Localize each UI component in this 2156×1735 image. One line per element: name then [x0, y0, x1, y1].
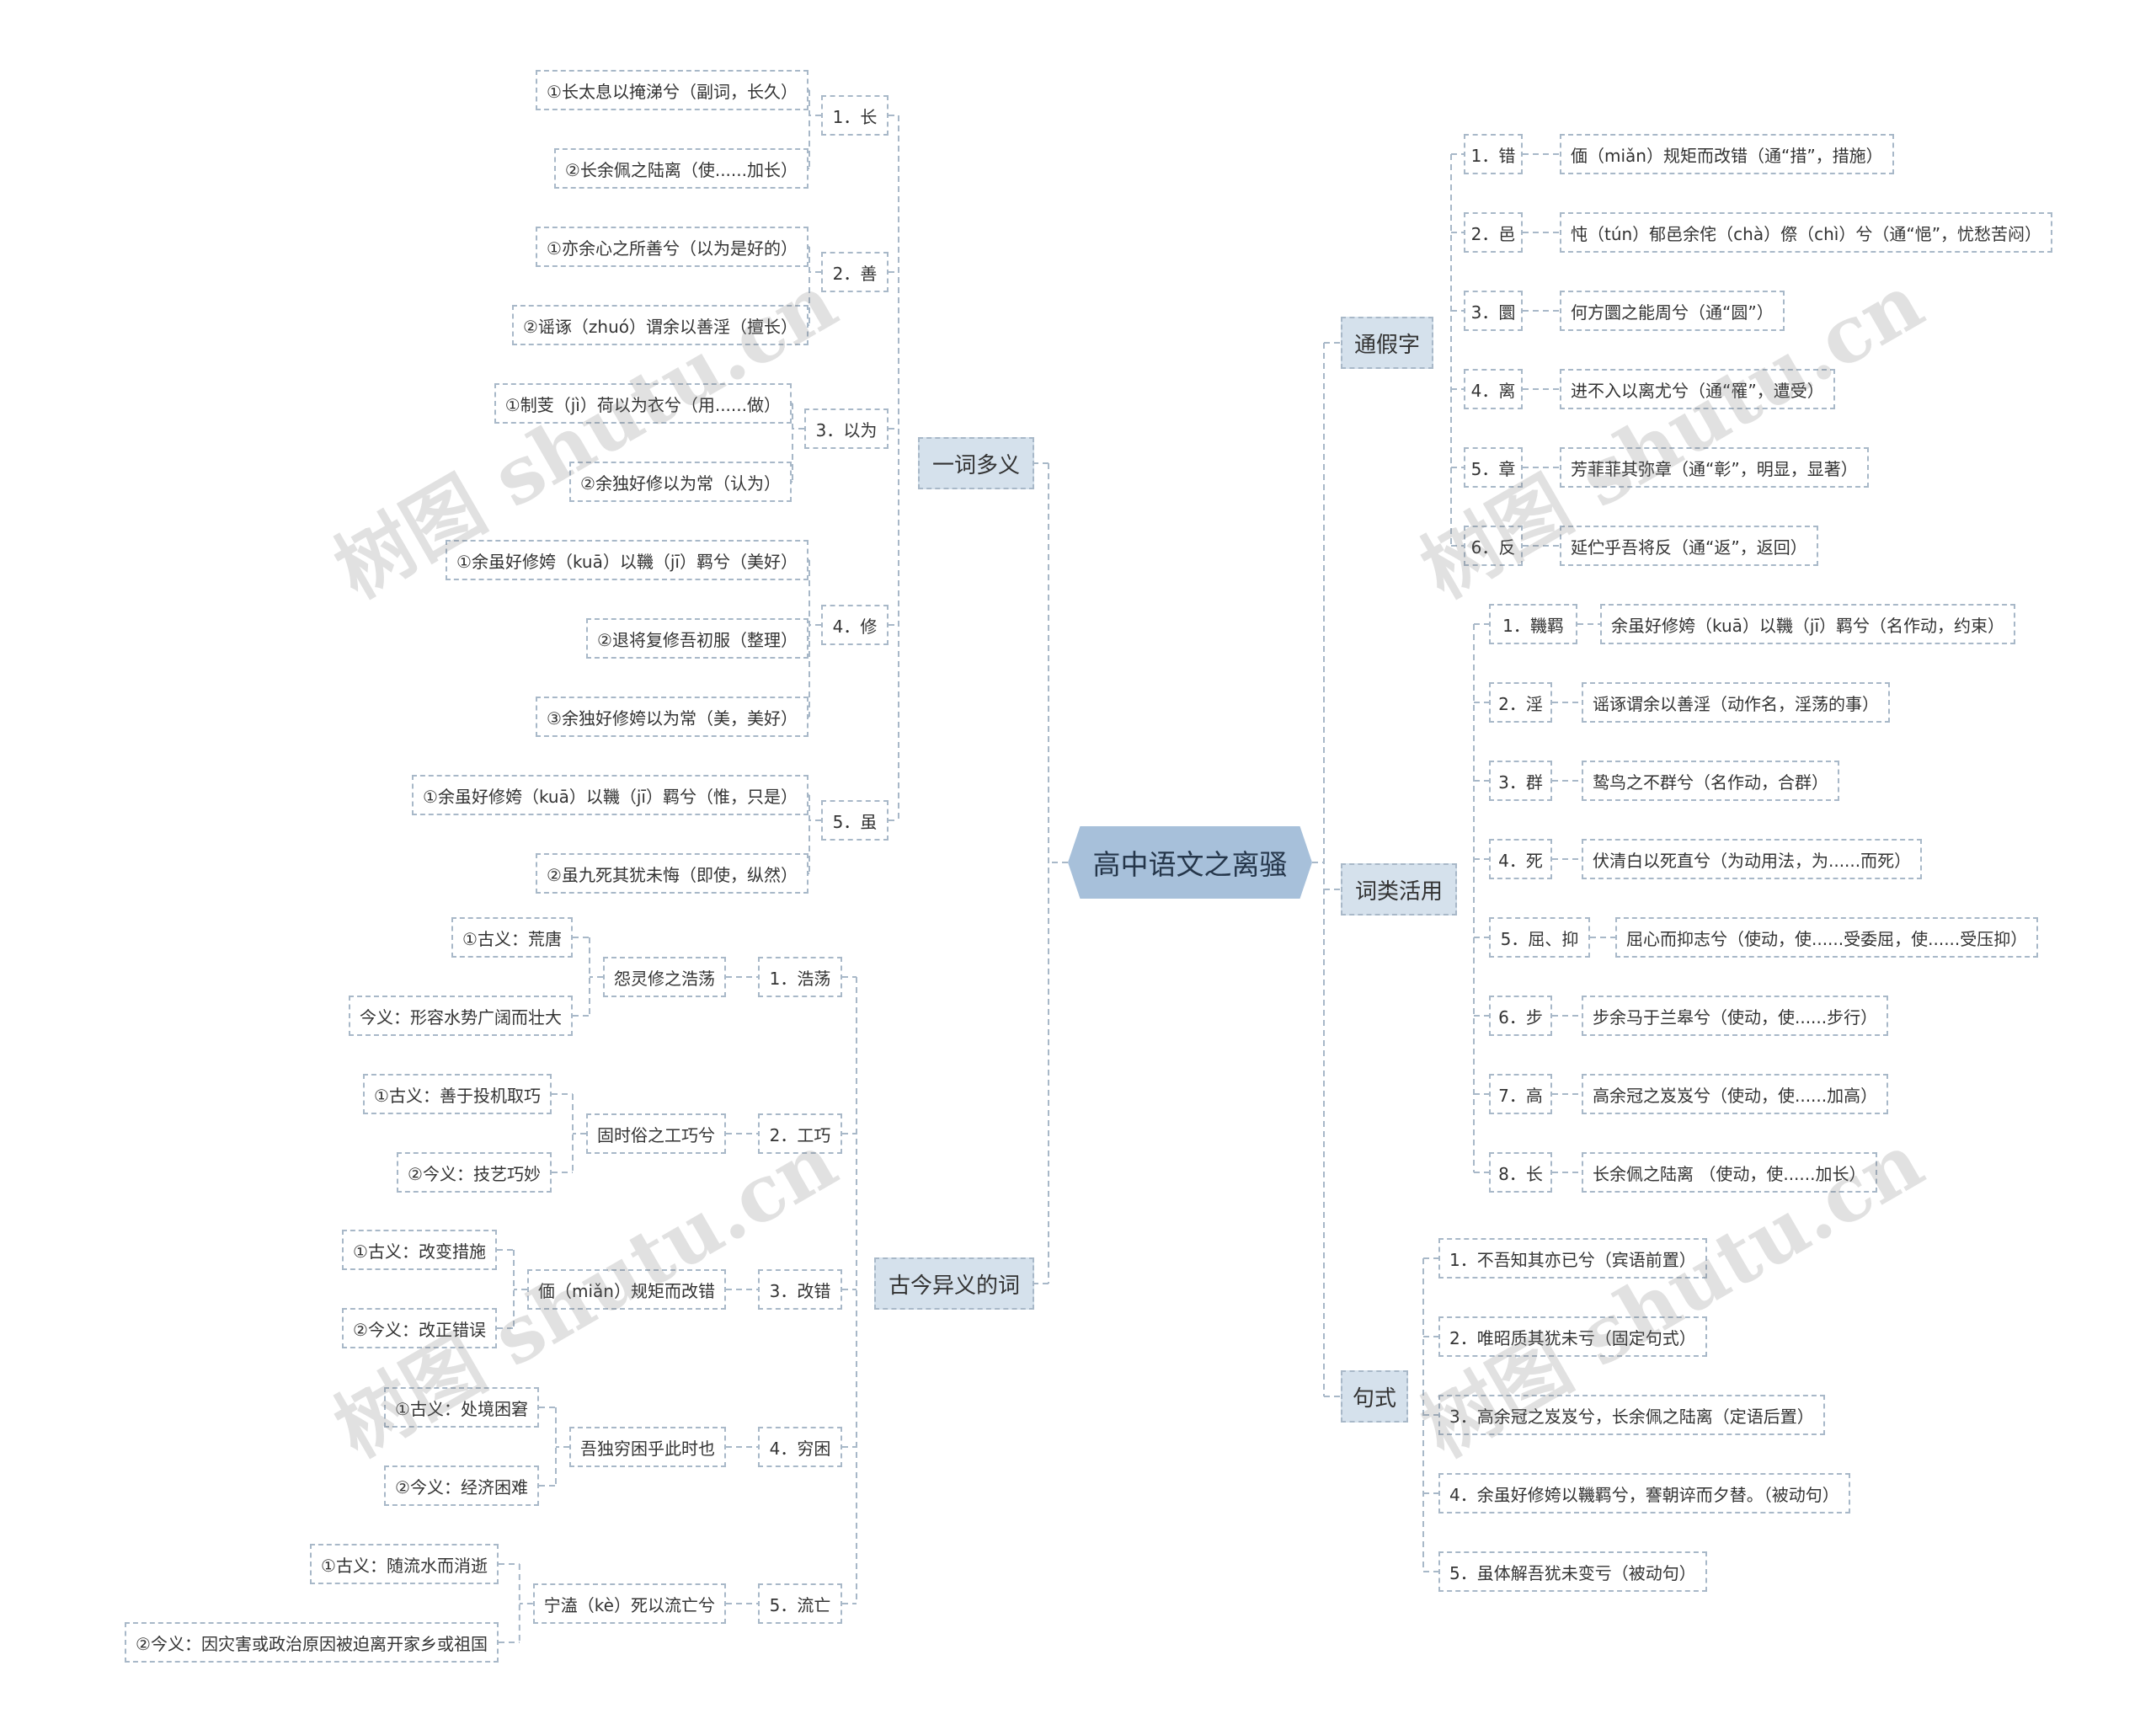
- subtopic-zhang[interactable]: 5．章: [1464, 447, 1523, 488]
- subtopic-gao[interactable]: 7．高: [1489, 1074, 1552, 1114]
- ancient-meaning[interactable]: ①古义：处境困窘: [384, 1387, 539, 1428]
- example-sentence[interactable]: 何方圜之能周兮（通“圆”）: [1560, 291, 1785, 331]
- subtopic-cuo[interactable]: 1．错: [1464, 134, 1523, 174]
- branch-gujinyiyi[interactable]: 古今异义的词: [874, 1257, 1034, 1310]
- subtopic-qun[interactable]: 3．群: [1489, 761, 1552, 801]
- ancient-meaning[interactable]: ①古义：善于投机取巧: [363, 1074, 552, 1114]
- meaning-item[interactable]: ②长余佩之陆离（使......加长）: [553, 148, 808, 189]
- example-sentence[interactable]: 宁溘（kè）死以流亡兮: [532, 1583, 726, 1624]
- subtopic-qiongkun[interactable]: 4．穷困: [758, 1427, 842, 1467]
- example-sentence[interactable]: 步余马于兰皋兮（使动，使......步行）: [1582, 996, 1889, 1036]
- example-sentence[interactable]: 芳菲菲其弥章（通“彰”，明显，显著）: [1560, 447, 1869, 488]
- modern-meaning[interactable]: ②今义：经济困难: [384, 1465, 539, 1506]
- subtopic-yiwei[interactable]: 3．以为: [804, 408, 889, 449]
- example-sentence[interactable]: 忳（tún）郁邑余侘（chà）傺（chì）兮（通“悒”，忧愁苦闷）: [1560, 212, 2053, 253]
- modern-meaning[interactable]: ②今义：技艺巧妙: [397, 1152, 552, 1193]
- example-sentence[interactable]: 伏清白以死直兮（为动用法，为......而死）: [1582, 839, 1923, 879]
- subtopic-chang2[interactable]: 8．长: [1489, 1152, 1552, 1193]
- branch-yiciduoyi[interactable]: 一词多义: [918, 437, 1034, 489]
- meaning-item[interactable]: ③余独好修姱以为常（美，美好）: [536, 697, 808, 737]
- example-sentence[interactable]: 延伫乎吾将反（通“返”，返回）: [1560, 526, 1818, 566]
- meaning-item[interactable]: ②谣诼（zhuó）谓余以善淫（擅长）: [511, 305, 808, 345]
- ancient-meaning[interactable]: ①古义：改变措施: [342, 1230, 497, 1270]
- subtopic-gaicuo[interactable]: 3．改错: [758, 1269, 842, 1310]
- ancient-meaning[interactable]: ①古义：随流水而消逝: [310, 1544, 499, 1584]
- example-sentence[interactable]: 怨灵修之浩荡: [603, 957, 726, 997]
- example-sentence[interactable]: 进不入以离尤兮（通“罹”，遭受）: [1560, 369, 1835, 409]
- branch-cileihuoyong[interactable]: 词类活用: [1341, 863, 1457, 916]
- subtopic-li[interactable]: 4．离: [1464, 369, 1523, 409]
- ancient-meaning[interactable]: ①古义：荒唐: [451, 917, 573, 958]
- subtopic-yin[interactable]: 2．淫: [1489, 682, 1552, 723]
- subtopic-chang[interactable]: 1．长: [821, 95, 889, 136]
- example-sentence[interactable]: 偭（miǎn）规矩而改错（通“措”，措施）: [1560, 134, 1894, 174]
- subtopic-si[interactable]: 4．死: [1489, 839, 1552, 879]
- modern-meaning[interactable]: ②今义：因灾害或政治原因被迫离开家乡或祖国: [125, 1622, 499, 1663]
- meaning-item[interactable]: ①余虽好修姱（kuā）以鞿（jī）羁兮（美好）: [446, 540, 808, 580]
- example-sentence[interactable]: 鸷鸟之不群兮（名作动，合群）: [1582, 761, 1839, 801]
- example-sentence[interactable]: 余虽好修姱（kuā）以鞿（jī）羁兮（名作动，约束）: [1600, 604, 2015, 644]
- meaning-item[interactable]: ①制芰（jì）荷以为衣兮（用......做）: [494, 383, 792, 424]
- sentence-pattern-item[interactable]: 2．唯昭质其犹未亏（固定句式）: [1438, 1316, 1707, 1357]
- meaning-item[interactable]: ①余虽好修姱（kuā）以鞿（jī）羁兮（惟，只是）: [412, 775, 808, 815]
- subtopic-quyi[interactable]: 5．屈、抑: [1489, 917, 1590, 958]
- modern-meaning[interactable]: ②今义：改正错误: [342, 1308, 497, 1348]
- example-sentence[interactable]: 高余冠之岌岌兮（使动，使......加高）: [1582, 1074, 1889, 1114]
- subtopic-liuwang[interactable]: 5．流亡: [758, 1583, 842, 1624]
- meaning-item[interactable]: ②退将复修吾初服（整理）: [586, 618, 808, 659]
- subtopic-bu[interactable]: 6．步: [1489, 996, 1552, 1036]
- example-sentence[interactable]: 长余佩之陆离 （使动，使......加长）: [1582, 1152, 1877, 1193]
- subtopic-yuan[interactable]: 3．圜: [1464, 291, 1523, 331]
- central-topic[interactable]: 高中语文之离骚: [1068, 826, 1312, 899]
- subtopic-haodang[interactable]: 1．浩荡: [758, 957, 842, 997]
- branch-jushi[interactable]: 句式: [1341, 1370, 1408, 1423]
- sentence-pattern-item[interactable]: 5．虽体解吾犹未变亏（被动句）: [1438, 1551, 1707, 1592]
- branch-tongjiazi[interactable]: 通假字: [1341, 317, 1433, 369]
- meaning-item[interactable]: ②虽九死其犹未悔（即使，纵然）: [536, 853, 808, 894]
- sentence-pattern-item[interactable]: 3．高余冠之岌岌兮，长余佩之陆离（定语后置）: [1438, 1395, 1825, 1435]
- subtopic-yi[interactable]: 2．邑: [1464, 212, 1523, 253]
- example-sentence[interactable]: 谣诼谓余以善淫（动作名，淫荡的事）: [1582, 682, 1890, 723]
- meaning-item[interactable]: ②余独好修以为常（认为）: [569, 462, 792, 502]
- subtopic-shan[interactable]: 2．善: [821, 252, 889, 292]
- subtopic-jiji[interactable]: 1．鞿羁: [1489, 604, 1577, 644]
- modern-meaning[interactable]: 今义：形容水势广阔而壮大: [349, 996, 573, 1036]
- meaning-item[interactable]: ①长太息以掩涕兮（副词，长久）: [536, 70, 808, 110]
- subtopic-xiu[interactable]: 4．修: [821, 605, 889, 645]
- example-sentence[interactable]: 偭（miǎn）规矩而改错: [527, 1269, 726, 1310]
- subtopic-sui[interactable]: 5．虽: [821, 800, 889, 841]
- meaning-item[interactable]: ①亦余心之所善兮（以为是好的）: [536, 227, 808, 267]
- example-sentence[interactable]: 吾独穷困乎此时也: [569, 1427, 726, 1467]
- sentence-pattern-item[interactable]: 4．余虽好修姱以鞿羁兮，謇朝谇而夕替。（被动句）: [1438, 1473, 1850, 1513]
- example-sentence[interactable]: 固时俗之工巧兮: [586, 1113, 726, 1154]
- subtopic-fan[interactable]: 6．反: [1464, 526, 1523, 566]
- example-sentence[interactable]: 屈心而抑志兮（使动，使......受委屈，使......受压抑）: [1615, 917, 2039, 958]
- subtopic-gongqiao[interactable]: 2．工巧: [758, 1113, 842, 1154]
- sentence-pattern-item[interactable]: 1．不吾知其亦已兮（宾语前置）: [1438, 1238, 1707, 1279]
